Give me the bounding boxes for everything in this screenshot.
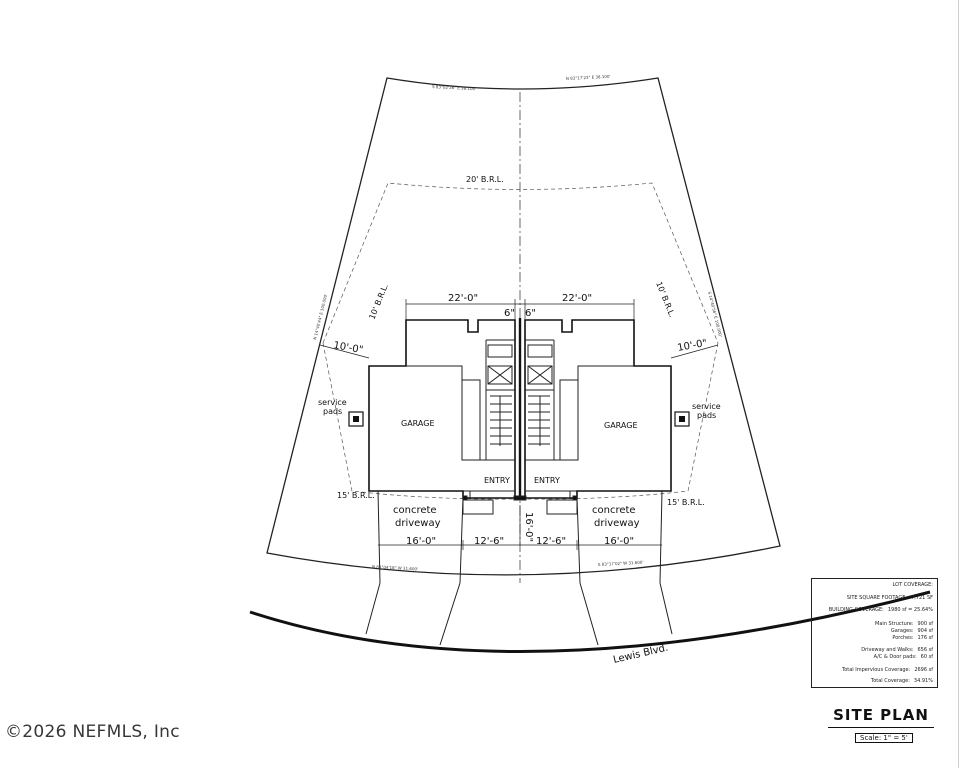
brl-line-lower-right xyxy=(519,342,719,500)
service-pads-right-label-2: pads xyxy=(697,411,716,420)
service-pads-left-label-1: service xyxy=(318,398,347,407)
dim-6-right: 6" xyxy=(525,308,536,319)
interior-walls-left xyxy=(406,339,515,498)
dim-22-right: 22'-0" xyxy=(562,293,592,304)
bottom-bearing-right: S 83°17'02" W 31.600' xyxy=(598,560,644,567)
total-coverage-label: Total Coverage: xyxy=(871,678,910,684)
dim-6-left: 6" xyxy=(504,308,515,319)
lot-boundary xyxy=(266,77,781,576)
service-pad-left xyxy=(348,411,364,427)
ac-pads-row: A/C & Door pads:60 sf xyxy=(816,654,933,660)
site-plan-title: SITE PLAN xyxy=(833,706,929,724)
total-impervious-value: 2696 sf xyxy=(914,667,933,673)
dim-16-right: 16'-0" xyxy=(604,536,634,547)
driveway-walks-row: Driveway and Walks:656 sf xyxy=(816,647,933,653)
street-edge xyxy=(249,590,931,654)
driveway-apron-left xyxy=(365,582,461,646)
duplex-building xyxy=(368,318,672,500)
site-sq-ft-row: SITE SQUARE FOOTAGE:7,721 SF xyxy=(816,595,933,601)
total-coverage-value: 34.91% xyxy=(913,678,933,684)
lot-coverage-table: LOT COVERAGE: SITE SQUARE FOOTAGE:7,721 … xyxy=(811,578,938,688)
driveway-left-label-1: concrete xyxy=(393,505,437,516)
total-coverage-row: Total Coverage:34.91% xyxy=(816,678,933,684)
driveway-apron-right xyxy=(579,582,673,646)
porches-value: 176 sf xyxy=(917,635,934,641)
brl-15-left-label: 15' B.R.L. xyxy=(337,491,375,500)
entry-stoops xyxy=(462,495,578,515)
driveway-right-label-2: driveway xyxy=(594,518,640,529)
brl-line-lower-left xyxy=(322,342,521,500)
garages-row: Garages:904 sf xyxy=(816,628,933,634)
interior-walls-right xyxy=(525,339,634,498)
left-side-bearing: N 14°40'44" E 100.000' xyxy=(312,293,328,340)
building-coverage-label: BUILDING COVERAGE: xyxy=(828,607,884,613)
building-coverage-row: BUILDING COVERAGE:1980 sf = 25.64% xyxy=(816,607,933,613)
total-impervious-row: Total Impervious Coverage:2696 sf xyxy=(816,667,933,673)
page-edge-line xyxy=(958,0,959,768)
driveway-walks-value: 656 sf xyxy=(917,647,934,653)
copyright-watermark: ©2026 NEFMLS, Inc xyxy=(5,722,180,742)
brl-line xyxy=(322,182,719,344)
brl-10-left-label: 10' B.R.L. xyxy=(368,282,390,320)
main-structure-label: Main Structure: xyxy=(875,621,914,627)
main-structure-row: Main Structure:900 sf xyxy=(816,621,933,627)
driveway-walks-label: Driveway and Walks: xyxy=(861,647,914,653)
building-coverage-value: 1980 sf = 25.64% xyxy=(887,607,933,613)
entry-left-label: ENTRY xyxy=(484,476,510,485)
dim-16-vertical: 16'-0" xyxy=(523,512,534,542)
brl-20-label: 20' B.R.L. xyxy=(466,175,504,184)
garage-left-label: GARAGE xyxy=(401,419,435,428)
driveway-right-label-1: concrete xyxy=(592,505,636,516)
ac-pads-label: A/C & Door pads: xyxy=(873,654,917,660)
coverage-title-row: LOT COVERAGE: xyxy=(816,582,933,588)
garage-right-label: GARAGE xyxy=(604,421,638,430)
brl-10-right-label: 10' B.R.L. xyxy=(654,280,676,318)
bottom-bearing-left: N 83°04'18" W 31.600' xyxy=(372,564,418,571)
coverage-title: LOT COVERAGE: xyxy=(892,582,933,588)
dim-12-6-left: 12'-6" xyxy=(474,536,504,547)
total-impervious-label: Total Impervious Coverage: xyxy=(841,667,911,673)
porches-row: Porches:176 sf xyxy=(816,635,933,641)
ac-pads-value: 60 sf xyxy=(920,654,933,660)
porches-label: Porches: xyxy=(892,635,914,641)
service-pads-left-label-2: pads xyxy=(323,407,342,416)
title-block: SITE PLAN Scale: 1" = 5' xyxy=(822,706,940,743)
dim-10-left: 10'-0" xyxy=(332,340,364,356)
brl-15-right-label: 15' B.R.L. xyxy=(667,498,705,507)
service-pad-right xyxy=(674,411,690,427)
site-sq-ft-value: 7,721 SF xyxy=(911,595,933,601)
dim-22-left: 22'-0" xyxy=(448,293,478,304)
top-bearing-right: N 83°17'23" E 38.100' xyxy=(566,74,611,81)
title-underline xyxy=(828,727,934,728)
dim-12-6-right: 12'-6" xyxy=(536,536,566,547)
dim-16-left: 16'-0" xyxy=(406,536,436,547)
site-sq-ft-label: SITE SQUARE FOOTAGE: xyxy=(846,595,908,601)
garages-label: Garages: xyxy=(890,628,914,634)
dimension-lines xyxy=(319,299,719,550)
dim-10-right: 10'-0" xyxy=(677,338,709,354)
garages-value: 904 sf xyxy=(917,628,934,634)
top-bearing-left: S 83°02'26" E 38.100' xyxy=(432,84,476,91)
driveway-left-label-2: driveway xyxy=(395,518,441,529)
service-pads-right-label-1: service xyxy=(692,402,721,411)
scale-label: Scale: 1" = 5' xyxy=(855,733,913,743)
entry-right-label: ENTRY xyxy=(534,476,560,485)
main-structure-value: 900 sf xyxy=(917,621,934,627)
